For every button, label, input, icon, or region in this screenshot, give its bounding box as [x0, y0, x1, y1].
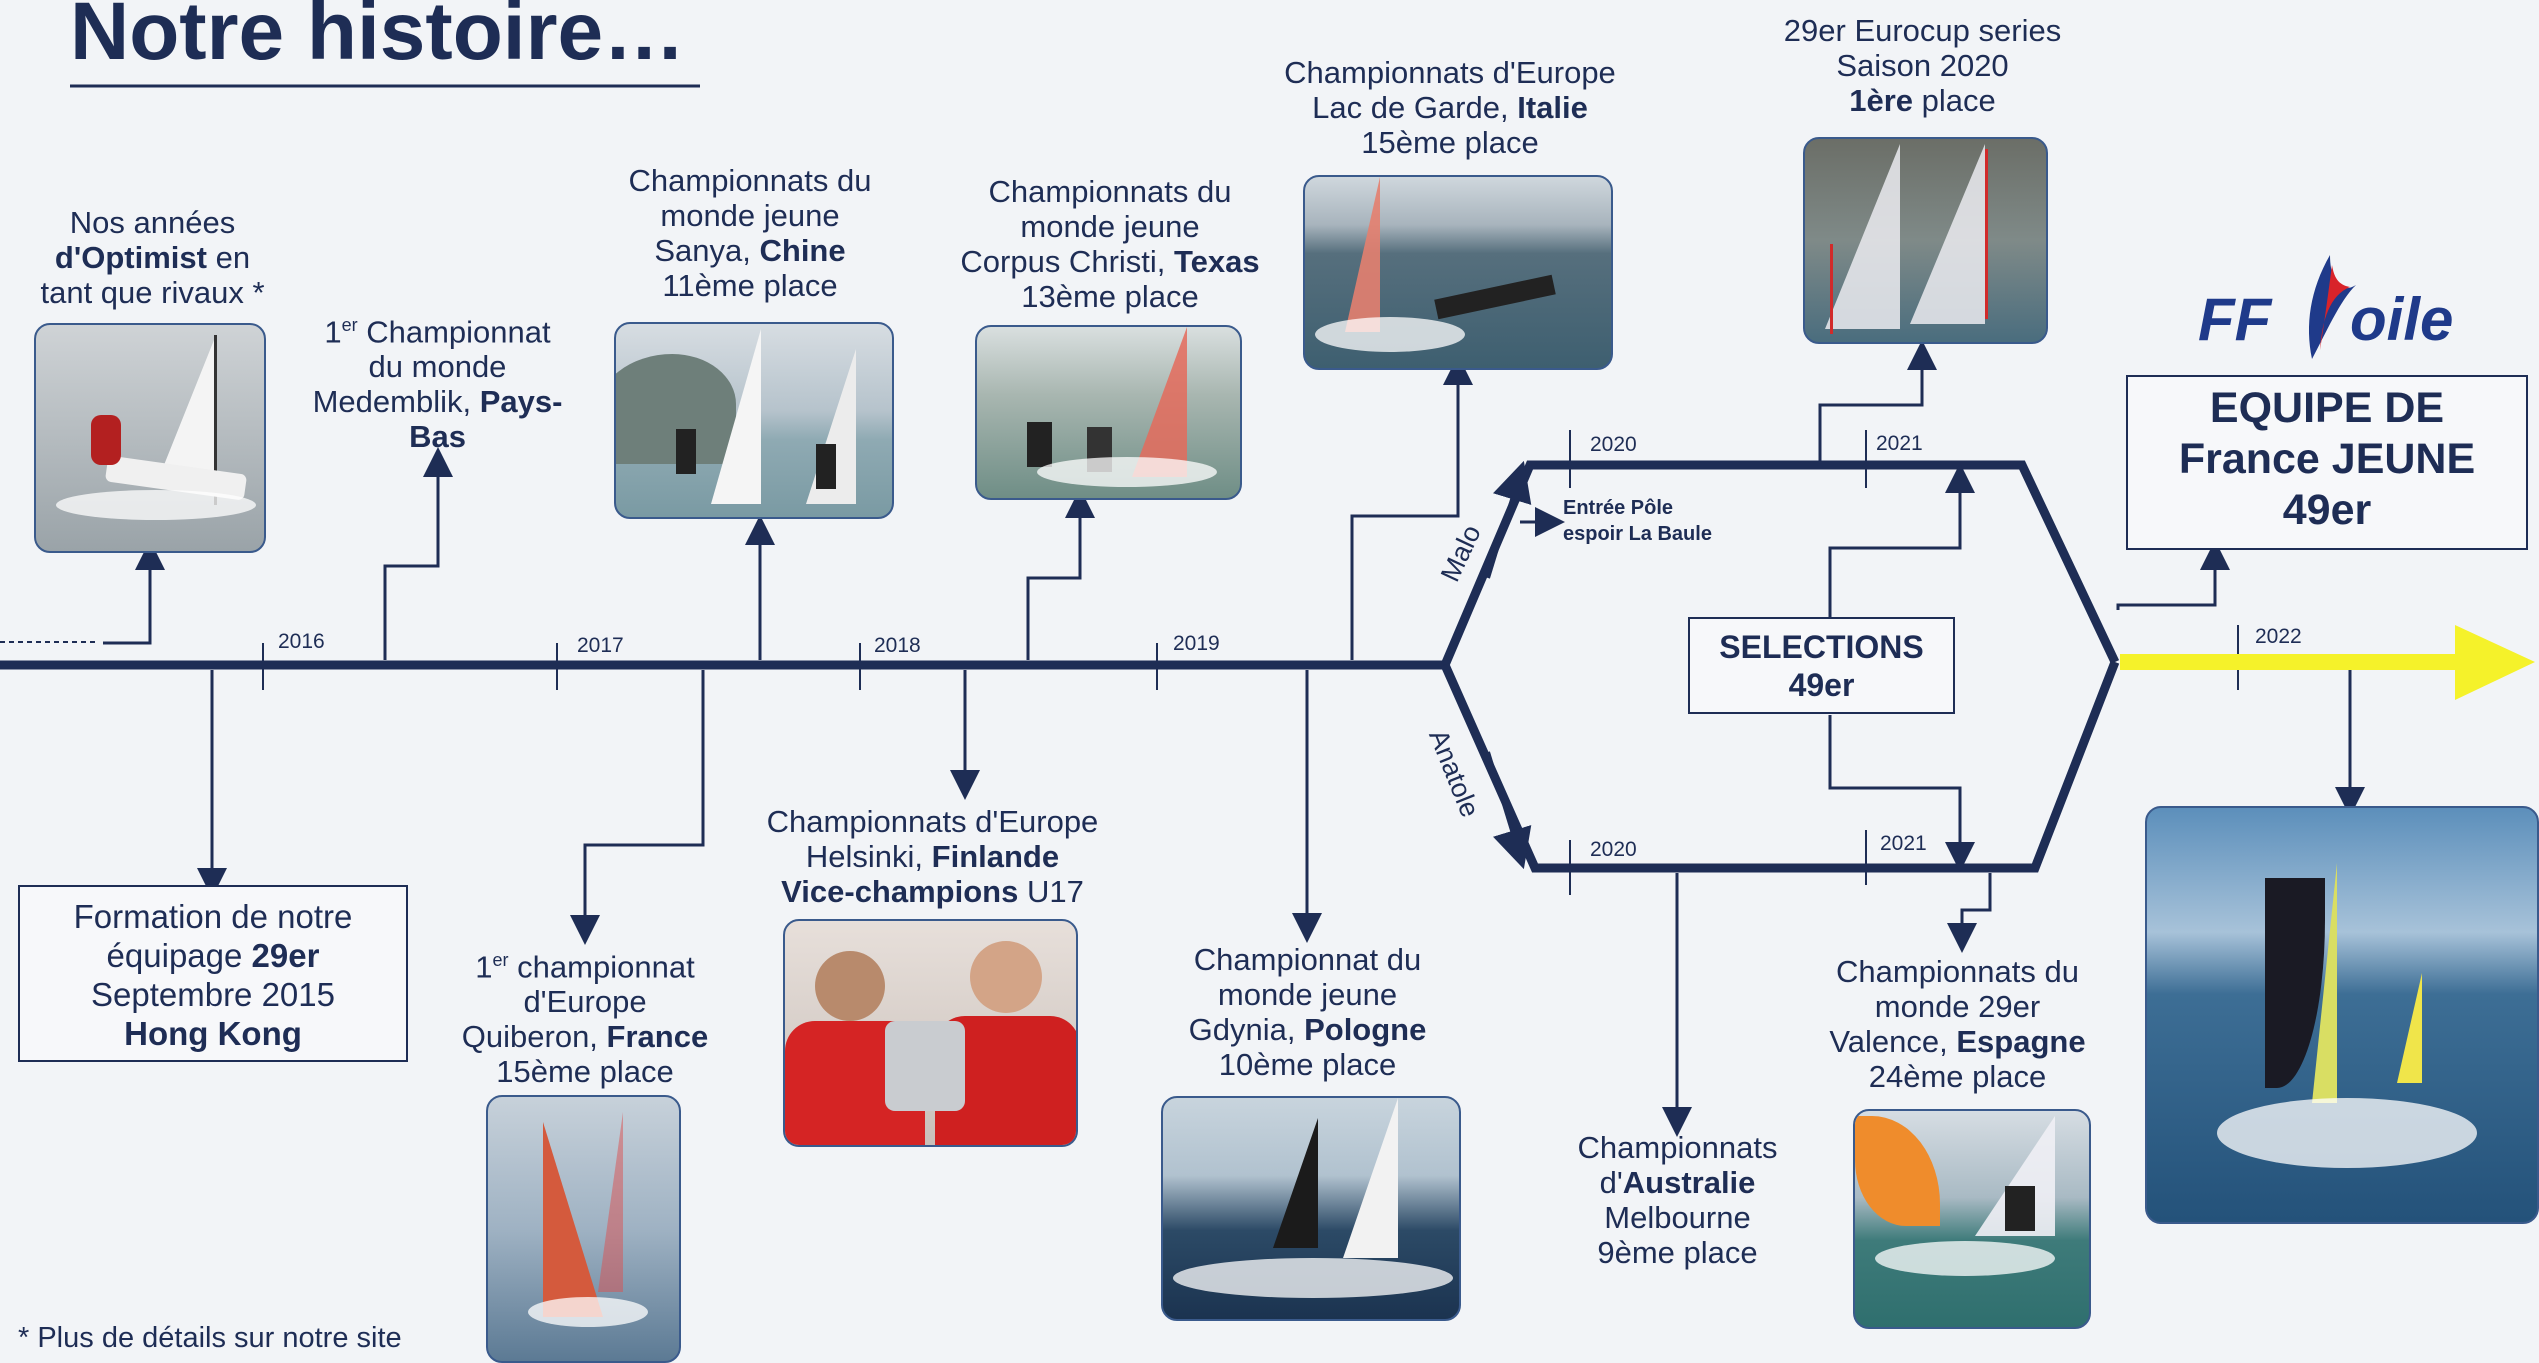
year-label: 2022 — [2255, 625, 2302, 648]
photo-sanya — [614, 322, 894, 519]
year-label: 2021 — [1876, 432, 1923, 455]
event-helsinki: Championnats d'Europe Helsinki, Finlande… — [766, 804, 1099, 909]
event-formation: Formation de notre équipage 29er Septemb… — [18, 885, 408, 1062]
photo-valence — [1853, 1109, 2091, 1329]
year-label: 2021 — [1880, 832, 1927, 855]
photo-helsinki — [783, 919, 1078, 1147]
year-label: 2019 — [1173, 632, 1220, 655]
event-valence: Championnats du monde 29er Valence, Espa… — [1829, 954, 2086, 1094]
year-label: 2018 — [874, 634, 921, 657]
event-optimist: Nos années d'Optimist en tant que rivaux… — [40, 205, 265, 310]
photo-gdynia — [1161, 1096, 1461, 1321]
event-pole: Entrée Pôle espoir La Baule — [1563, 497, 1712, 545]
event-quiberon: 1er championnat d'Europe Quiberon, Franc… — [461, 949, 709, 1090]
footnote: * Plus de détails sur notre site — [18, 1322, 402, 1354]
photo-equipe — [2145, 806, 2539, 1224]
event-garde: Championnats d'Europe Lac de Garde, Ital… — [1284, 55, 1616, 160]
year-label: 2016 — [278, 630, 325, 653]
future-arrow-head — [2455, 625, 2535, 700]
equipe-france-box: EQUIPE DE France JEUNE 49er — [2126, 375, 2528, 550]
page-title: Notre histoire… — [70, 0, 686, 77]
year-label: 2020 — [1590, 433, 1637, 456]
photo-corpus — [975, 325, 1242, 500]
selections-box: SELECTIONS 49er — [1688, 617, 1955, 714]
ffvoile-logo: FF oile — [2198, 255, 2453, 365]
branch-malo-line — [1440, 460, 2120, 667]
event-gdynia: Championnat du monde jeune Gdynia, Polog… — [1188, 942, 1427, 1082]
event-australie: Championnats d'Australie Melbourne 9ème … — [1577, 1130, 1778, 1270]
photo-quiberon — [486, 1095, 681, 1363]
event-corpus: Championnats du monde jeune Corpus Chris… — [960, 174, 1260, 314]
photo-eurocup — [1803, 137, 2048, 344]
branch-anatole-line — [1440, 660, 2120, 873]
event-medemblik: 1er Championnat du monde Medemblik, Pays… — [312, 314, 563, 455]
voile-sail-icon — [2309, 255, 2356, 359]
event-eurocup: 29er Eurocup series Saison 2020 1ère pla… — [1783, 13, 2062, 118]
event-sanya: Championnats du monde jeune Sanya, Chine… — [628, 163, 872, 303]
photo-optimist — [34, 323, 266, 553]
year-label: 2020 — [1590, 838, 1637, 861]
photo-garde — [1303, 175, 1613, 370]
year-label: 2017 — [577, 634, 624, 657]
